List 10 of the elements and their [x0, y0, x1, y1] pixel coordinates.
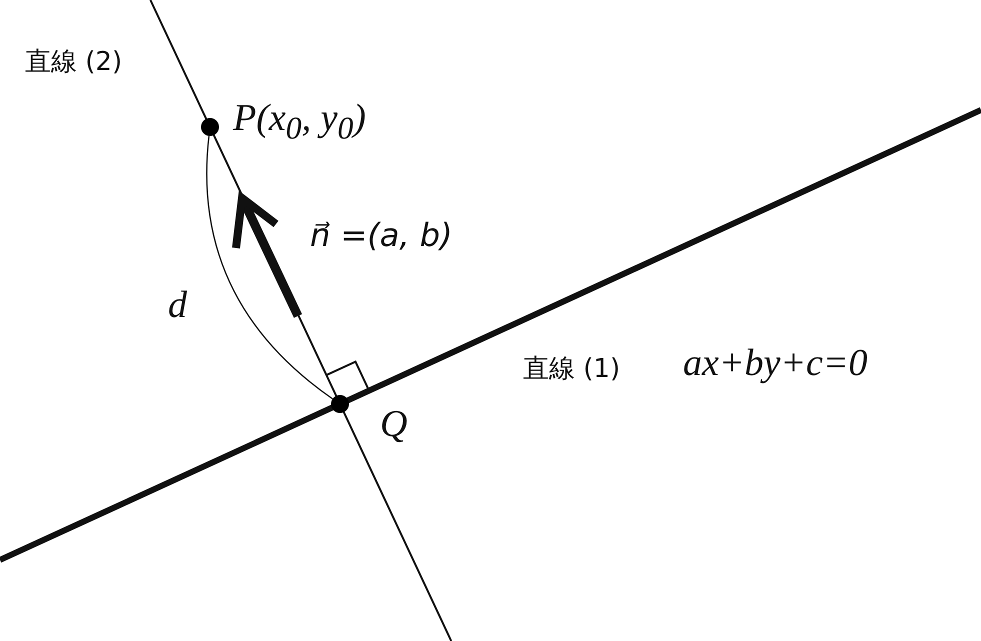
edge-label: d — [168, 285, 187, 327]
equation: ax+by+c=0 — [683, 343, 868, 385]
vector-label: n⃗ =(a, b) — [310, 218, 452, 254]
arc — [206, 136, 333, 400]
point — [201, 118, 219, 136]
point-label: Q — [380, 404, 408, 446]
point — [331, 395, 349, 413]
point-label: P(x$_{0}$, y$_{0}$) — [233, 98, 366, 146]
line-label: 直線 (1) — [523, 355, 620, 384]
line-label: 直線 (2) — [25, 48, 122, 77]
